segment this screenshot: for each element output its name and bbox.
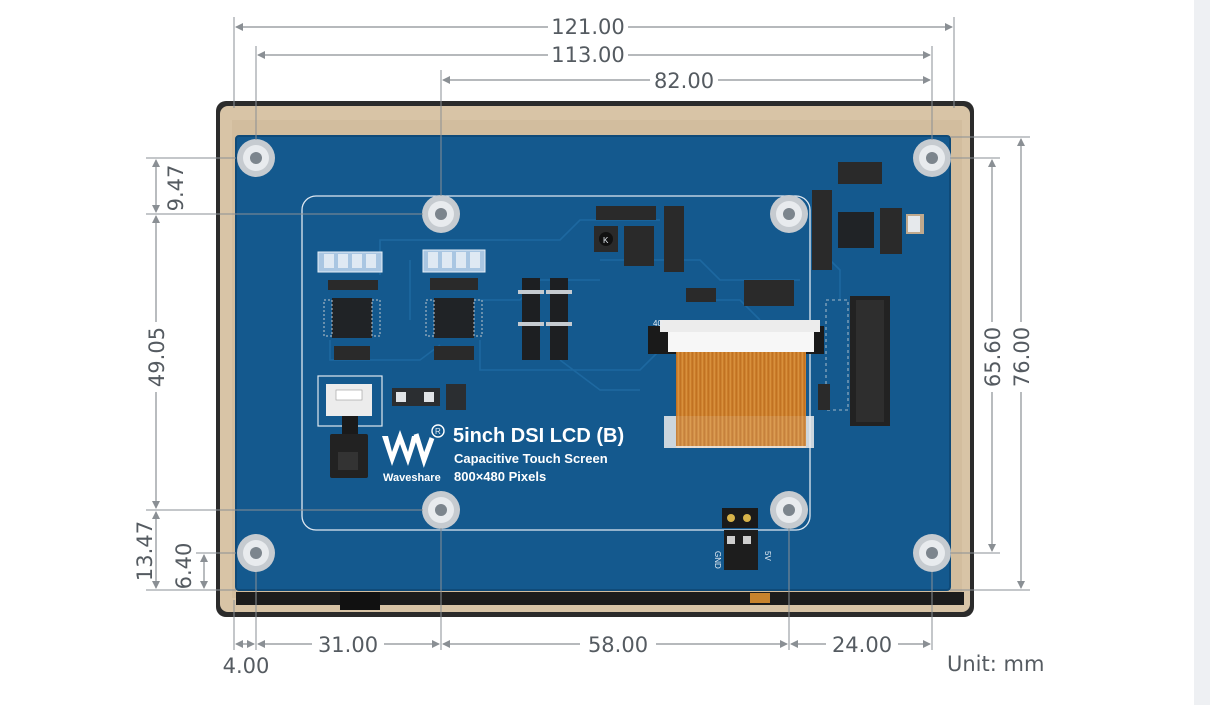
inductor-label: K [603, 236, 609, 245]
ic-chip-icon [434, 298, 474, 338]
dim-left-bottom-offset: 13.47 [133, 521, 157, 581]
main-controller-group: K [594, 162, 924, 306]
fpc-connector-small [317, 375, 383, 478]
extension-lines [146, 17, 1030, 650]
lcd-module: K 40 1 [216, 101, 974, 617]
mounting-hole-icon [770, 195, 808, 233]
ic-chip-icon [838, 212, 874, 248]
mounting-hole-icon [237, 139, 275, 177]
mounting-hole-icon [913, 534, 951, 572]
dim-bottom-edge-offset: 4.00 [223, 654, 270, 678]
scrollbar-strip [1194, 0, 1210, 705]
silkscreen-outline [301, 195, 811, 531]
brand-label: Waveshare [383, 472, 441, 484]
product-title: 5inch DSI LCD (B) [453, 425, 624, 447]
dim-left-middle-span: 49.05 [145, 327, 169, 387]
dim-hole-span-inner: 82.00 [654, 69, 714, 93]
gnd-pin-label: GND [713, 551, 722, 569]
dim-left-bottom-small: 6.40 [172, 543, 196, 590]
dim-right-overall-height: 76.00 [1010, 327, 1034, 387]
side-connector [818, 296, 890, 426]
mounting-hole-icon [422, 195, 460, 233]
module-bottom-edge [236, 592, 964, 605]
mounting-hole-icon [422, 491, 460, 529]
dim-left-top-offset: 9.47 [164, 165, 188, 212]
dim-overall-width: 121.00 [551, 15, 624, 39]
product-resolution: 800×480 Pixels [454, 469, 546, 484]
mounting-hole-icon [770, 491, 808, 529]
dim-bottom-first-span: 31.00 [318, 633, 378, 657]
dimension-lines [152, 23, 1025, 648]
connector-pin-40-label: 40 [653, 319, 662, 328]
dim-bottom-middle-span: 58.00 [588, 633, 648, 657]
5v-pin-label: 5V [763, 551, 772, 561]
dim-bottom-last-span: 24.00 [832, 633, 892, 657]
mounting-hole-icon [237, 534, 275, 572]
touch-controller-group [317, 249, 572, 360]
power-header: GND 5V [713, 508, 772, 570]
mounting-hole-icon [913, 139, 951, 177]
ic-chip-icon [332, 298, 372, 338]
product-subtitle: Capacitive Touch Screen [454, 451, 608, 466]
pcb-board [236, 136, 950, 590]
dim-right-hole-span: 65.60 [981, 327, 1005, 387]
dimension-labels: 121.00 113.00 82.00 9.47 49.05 13.47 6.4… [133, 15, 1034, 678]
unit-label: Unit: mm [947, 652, 1045, 676]
dsi-connector: 40 1 [648, 319, 824, 448]
waveshare-logo: R Waveshare [382, 424, 445, 484]
svg-text:R: R [435, 427, 441, 436]
standoff-holes [237, 139, 951, 572]
dim-hole-span-outer: 113.00 [551, 43, 624, 67]
